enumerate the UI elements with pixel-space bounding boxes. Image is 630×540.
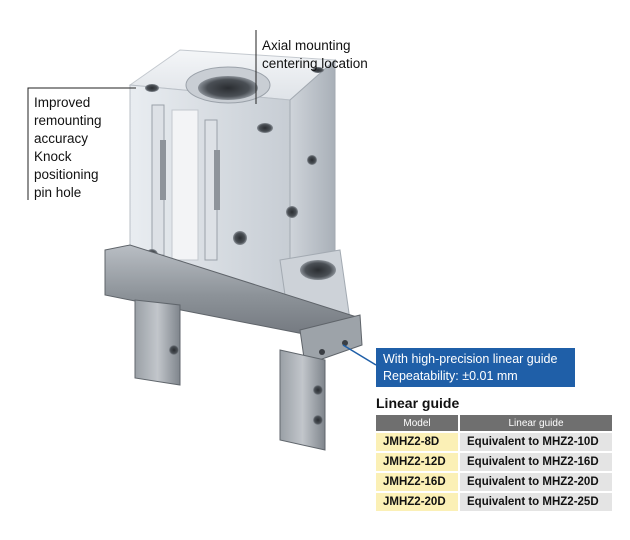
rail-screw — [319, 349, 325, 355]
finger-hole — [313, 415, 323, 425]
callout-line: accuracy — [34, 131, 89, 146]
sensor-body — [160, 140, 166, 200]
model-cell: JMHZ2-8D — [376, 433, 460, 451]
callout-line: Knock — [34, 149, 72, 164]
sensor-slot — [171, 109, 199, 261]
column-header-model: Model — [376, 415, 460, 431]
callout-line: Axial mounting — [262, 38, 351, 53]
port-hole — [286, 206, 298, 218]
rail-end — [299, 314, 363, 366]
mounting-hole — [257, 123, 273, 133]
guide-cell: Equivalent to MHZ2-20D — [460, 473, 612, 491]
axial-centering-callout: Axial mounting centering location — [262, 37, 368, 73]
callout-line: remounting — [34, 113, 102, 128]
callout-line: positioning — [34, 167, 99, 182]
model-cell: JMHZ2-20D — [376, 493, 460, 511]
callout-line: Improved — [34, 95, 91, 110]
linear-guide-table: Model Linear guide JMHZ2-8D Equivalent t… — [376, 413, 612, 513]
mounting-hole — [312, 67, 324, 73]
table-header-row: Model Linear guide — [376, 415, 612, 431]
guide-cell: Equivalent to MHZ2-16D — [460, 453, 612, 471]
leader-line-left — [27, 87, 136, 200]
highlight-line: Repeatability: ±0.01 mm — [383, 369, 518, 383]
table-row: JMHZ2-20D Equivalent to MHZ2-25D — [376, 493, 612, 511]
finger-right — [279, 349, 326, 451]
leader-line-rail — [342, 344, 377, 366]
linear-guide-highlight: With high-precision linear guide Repeata… — [376, 348, 575, 387]
rail-screw — [342, 340, 348, 346]
model-cell: JMHZ2-16D — [376, 473, 460, 491]
guide-cell: Equivalent to MHZ2-10D — [460, 433, 612, 451]
knock-pin-callout: Improved remounting accuracy Knock posit… — [34, 94, 102, 202]
sensor-body — [214, 150, 220, 210]
port-hole — [233, 231, 247, 245]
column-header-linear-guide: Linear guide — [460, 415, 612, 431]
finger-hole — [169, 345, 179, 355]
guide-cell: Equivalent to MHZ2-25D — [460, 493, 612, 511]
finger-hole — [313, 385, 323, 395]
table-row: JMHZ2-12D Equivalent to MHZ2-16D — [376, 453, 612, 471]
linear-guide-heading: Linear guide — [376, 395, 460, 411]
knock-pin-hole — [145, 84, 159, 92]
callout-line: centering location — [262, 56, 368, 71]
table-row: JMHZ2-8D Equivalent to MHZ2-10D — [376, 433, 612, 451]
counterbore-hole — [300, 260, 336, 280]
model-cell: JMHZ2-12D — [376, 453, 460, 471]
highlight-line: With high-precision linear guide — [383, 352, 558, 366]
table-row: JMHZ2-16D Equivalent to MHZ2-20D — [376, 473, 612, 491]
finger-left — [134, 299, 181, 386]
centering-bore-inner — [198, 76, 258, 100]
port-hole — [307, 155, 317, 165]
callout-line: pin hole — [34, 185, 82, 200]
